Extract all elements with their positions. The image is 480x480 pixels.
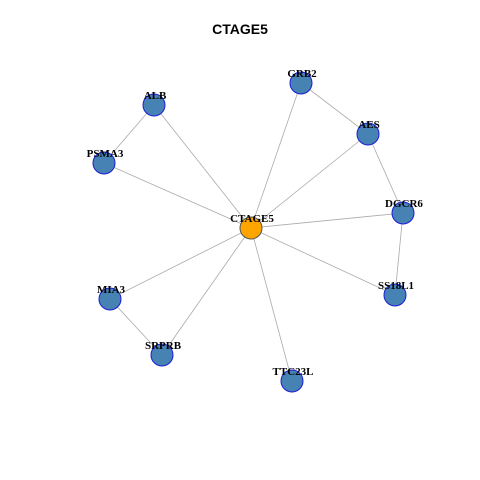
edge-ctage5-grb2 bbox=[250, 82, 302, 229]
node-label-dgcr6: DGCR6 bbox=[385, 198, 423, 210]
node-label-srprb: SRPRB bbox=[145, 340, 182, 352]
node-aes[interactable] bbox=[356, 122, 380, 146]
edge-ctage5-psma3 bbox=[103, 162, 252, 229]
edge-ctage5-aes bbox=[250, 133, 369, 229]
edge-ctage5-dgcr6 bbox=[250, 212, 404, 229]
node-label-mia3: MIA3 bbox=[97, 284, 126, 296]
node-layer bbox=[92, 71, 415, 393]
node-ttc23l[interactable] bbox=[280, 369, 304, 393]
node-label-alb: ALB bbox=[144, 90, 167, 102]
edge-aes-dgcr6 bbox=[367, 133, 404, 214]
node-grb2[interactable] bbox=[289, 71, 313, 95]
node-label-aes: AES bbox=[358, 119, 379, 131]
edge-ctage5-ss18l1 bbox=[250, 227, 396, 296]
node-ss18l1[interactable] bbox=[383, 283, 407, 307]
node-srprb[interactable] bbox=[150, 343, 174, 367]
node-ctage5[interactable] bbox=[239, 216, 263, 240]
edge-ctage5-alb bbox=[153, 104, 252, 229]
node-label-ttc23l: TTC23L bbox=[273, 366, 314, 378]
node-label-ctage5: CTAGE5 bbox=[230, 213, 274, 225]
edge-mia3-srprb bbox=[109, 298, 163, 356]
node-psma3[interactable] bbox=[92, 151, 116, 175]
node-label-grb2: GRB2 bbox=[287, 68, 317, 80]
node-label-ss18l1: SS18L1 bbox=[378, 280, 414, 292]
edge-grb2-aes bbox=[300, 82, 369, 135]
edge-alb-psma3 bbox=[103, 104, 155, 164]
edge-layer bbox=[103, 82, 404, 382]
edge-dgcr6-ss18l1 bbox=[394, 212, 404, 296]
node-mia3[interactable] bbox=[98, 287, 122, 311]
node-dgcr6[interactable] bbox=[391, 201, 415, 225]
edge-ctage5-ttc23l bbox=[250, 227, 293, 382]
node-alb[interactable] bbox=[142, 93, 166, 117]
edge-ctage5-srprb bbox=[161, 227, 252, 356]
edge-ctage5-mia3 bbox=[109, 227, 252, 300]
node-label-psma3: PSMA3 bbox=[87, 148, 124, 160]
diagram-title: CTAGE5 bbox=[212, 21, 268, 37]
